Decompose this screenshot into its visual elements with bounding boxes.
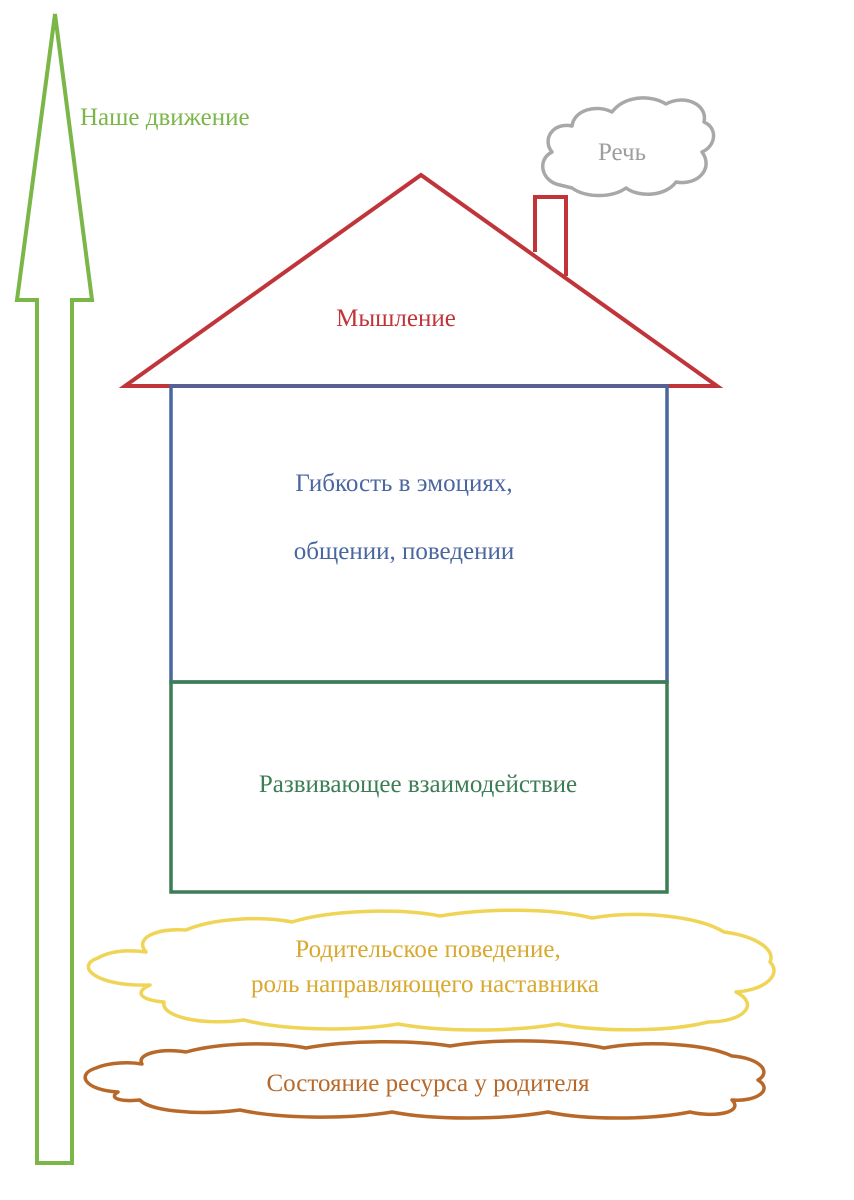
lower-floor [169, 680, 669, 894]
upper-floor [169, 384, 669, 684]
upward-arrow [14, 13, 95, 1165]
smoke-cloud-label: Речь [598, 139, 646, 166]
yellow-cloud-line2: роль направляющего наставника [251, 971, 599, 998]
upper-floor-line2: общении, поведении [294, 538, 514, 565]
brown-cloud-label: Состояние ресурса у родителя [267, 1070, 590, 1097]
roof-label: Мышление [336, 305, 456, 332]
brown-cloud [83, 1039, 766, 1120]
chimney [533, 195, 568, 276]
roof [118, 172, 724, 388]
arrow-label: Наше движение [80, 104, 250, 131]
lower-floor-label: Развивающее взаимодействие [259, 771, 577, 798]
upper-floor-line1: Гибкость в эмоциях, [295, 470, 512, 497]
smoke-cloud [541, 96, 716, 198]
yellow-cloud [86, 908, 776, 1032]
yellow-cloud-line1: Родительское поведение, [295, 936, 560, 963]
